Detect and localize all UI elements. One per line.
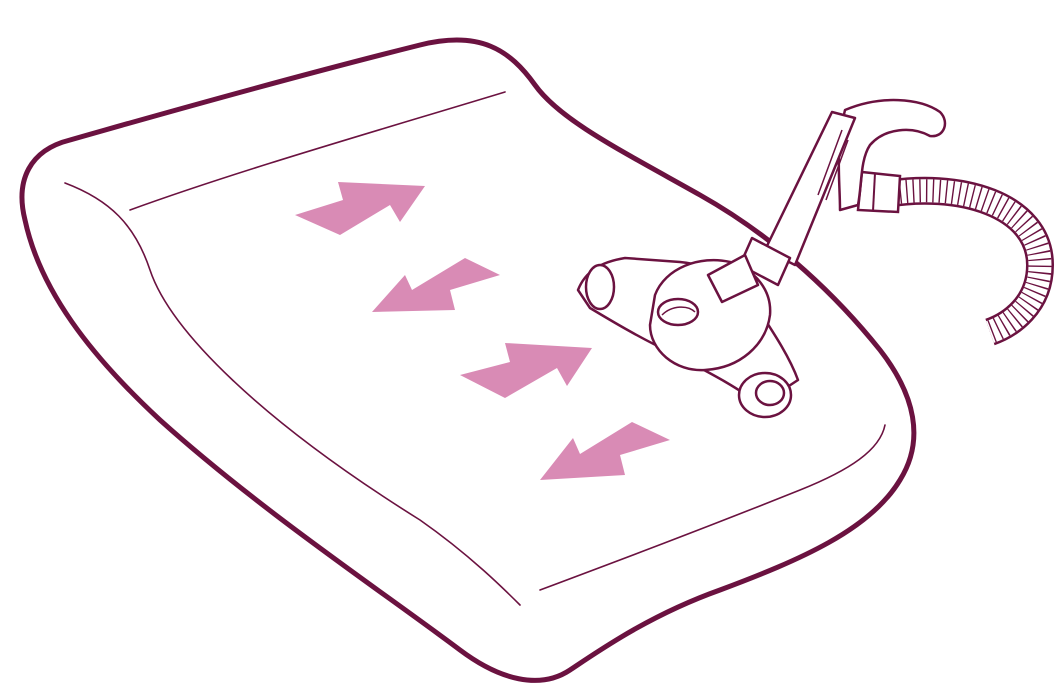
nozzle-button [658,299,698,325]
nozzle-wheel-left [586,265,614,309]
hose-connector [858,172,900,212]
direction-arrow-icon [540,422,670,480]
direction-arrows [295,182,670,480]
direction-arrow-icon [460,343,592,398]
vacuum-hose-icon [858,172,1040,332]
direction-arrow-icon [295,182,425,235]
nozzle-wheel-right-inner [756,381,784,405]
direction-arrow-icon [372,258,500,312]
